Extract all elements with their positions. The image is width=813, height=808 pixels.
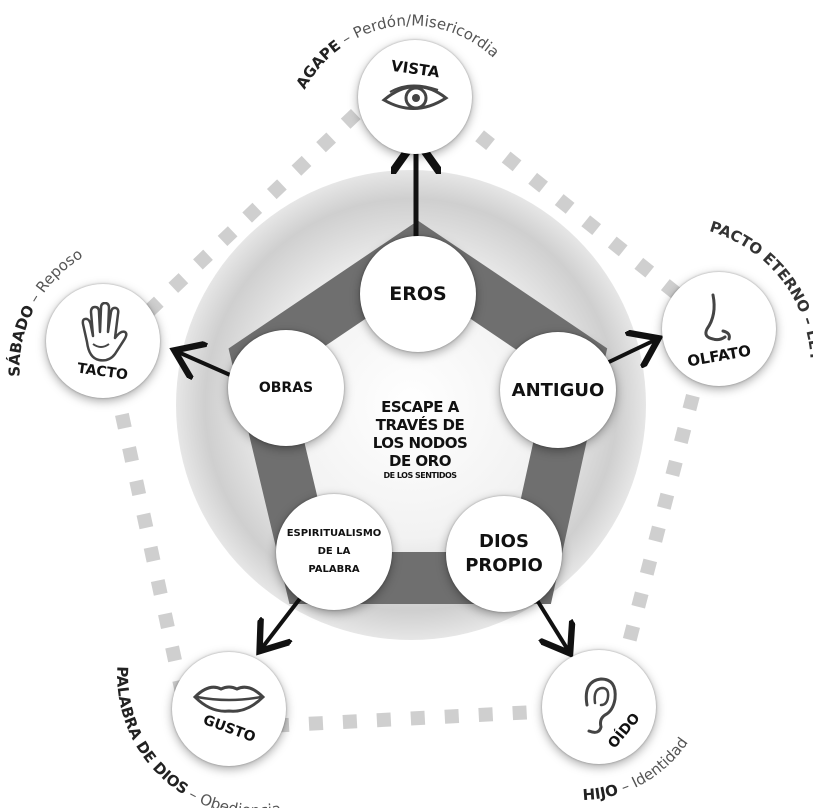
node-eros-label: EROS [389, 283, 447, 305]
ear-icon [584, 677, 617, 734]
outer-dashed-pentagon [100, 62, 720, 738]
center-line-3: LOS NODOS [372, 434, 468, 452]
node-espiritualismo: ESPIRITUALISMO DE LA PALABRA [276, 494, 392, 610]
node-dios-propio: DIOS PROPIO [446, 496, 562, 612]
node-antiguo: ANTIGUO [500, 332, 616, 448]
node-espiritualismo-line2: DE LA [317, 546, 351, 557]
nose-icon [704, 293, 731, 342]
center-line-4: DE ORO [389, 452, 451, 470]
node-obras: OBRAS [228, 330, 344, 446]
arrow-espiritualismo-gusto [262, 590, 307, 648]
sense-tacto: TACTO [46, 284, 160, 398]
node-dios-propio-line1: DIOS [479, 531, 529, 552]
lips-icon [192, 685, 266, 713]
node-dios-propio-line2: PROPIO [465, 555, 543, 576]
center-line-5: DE LOS SENTIDOS [383, 471, 457, 480]
sense-olfato: OLFATO [662, 272, 776, 386]
sense-vista: VISTA [358, 40, 472, 154]
node-espiritualismo-line1: ESPIRITUALISMO [286, 528, 382, 539]
sense-gusto-label: GUSTO [200, 712, 258, 746]
node-eros: EROS [360, 236, 476, 352]
hand-icon [81, 302, 128, 362]
node-espiritualismo-line3: PALABRA [308, 564, 360, 575]
node-obras-label: OBRAS [258, 380, 314, 396]
eye-icon [381, 84, 449, 110]
center-line-1: ESCAPE A [381, 398, 459, 416]
sense-oido: OÍDO [542, 650, 656, 764]
sense-olfato-label: OLFATO [685, 341, 753, 371]
center-title: ESCAPE A TRAVÉS DE LOS NODOS DE ORO DE L… [360, 398, 480, 481]
center-line-2: TRAVÉS DE [375, 416, 465, 434]
arrow-diospropio-oido [530, 590, 568, 650]
node-antiguo-label: ANTIGUO [511, 379, 605, 401]
sense-gusto: GUSTO [172, 652, 286, 766]
